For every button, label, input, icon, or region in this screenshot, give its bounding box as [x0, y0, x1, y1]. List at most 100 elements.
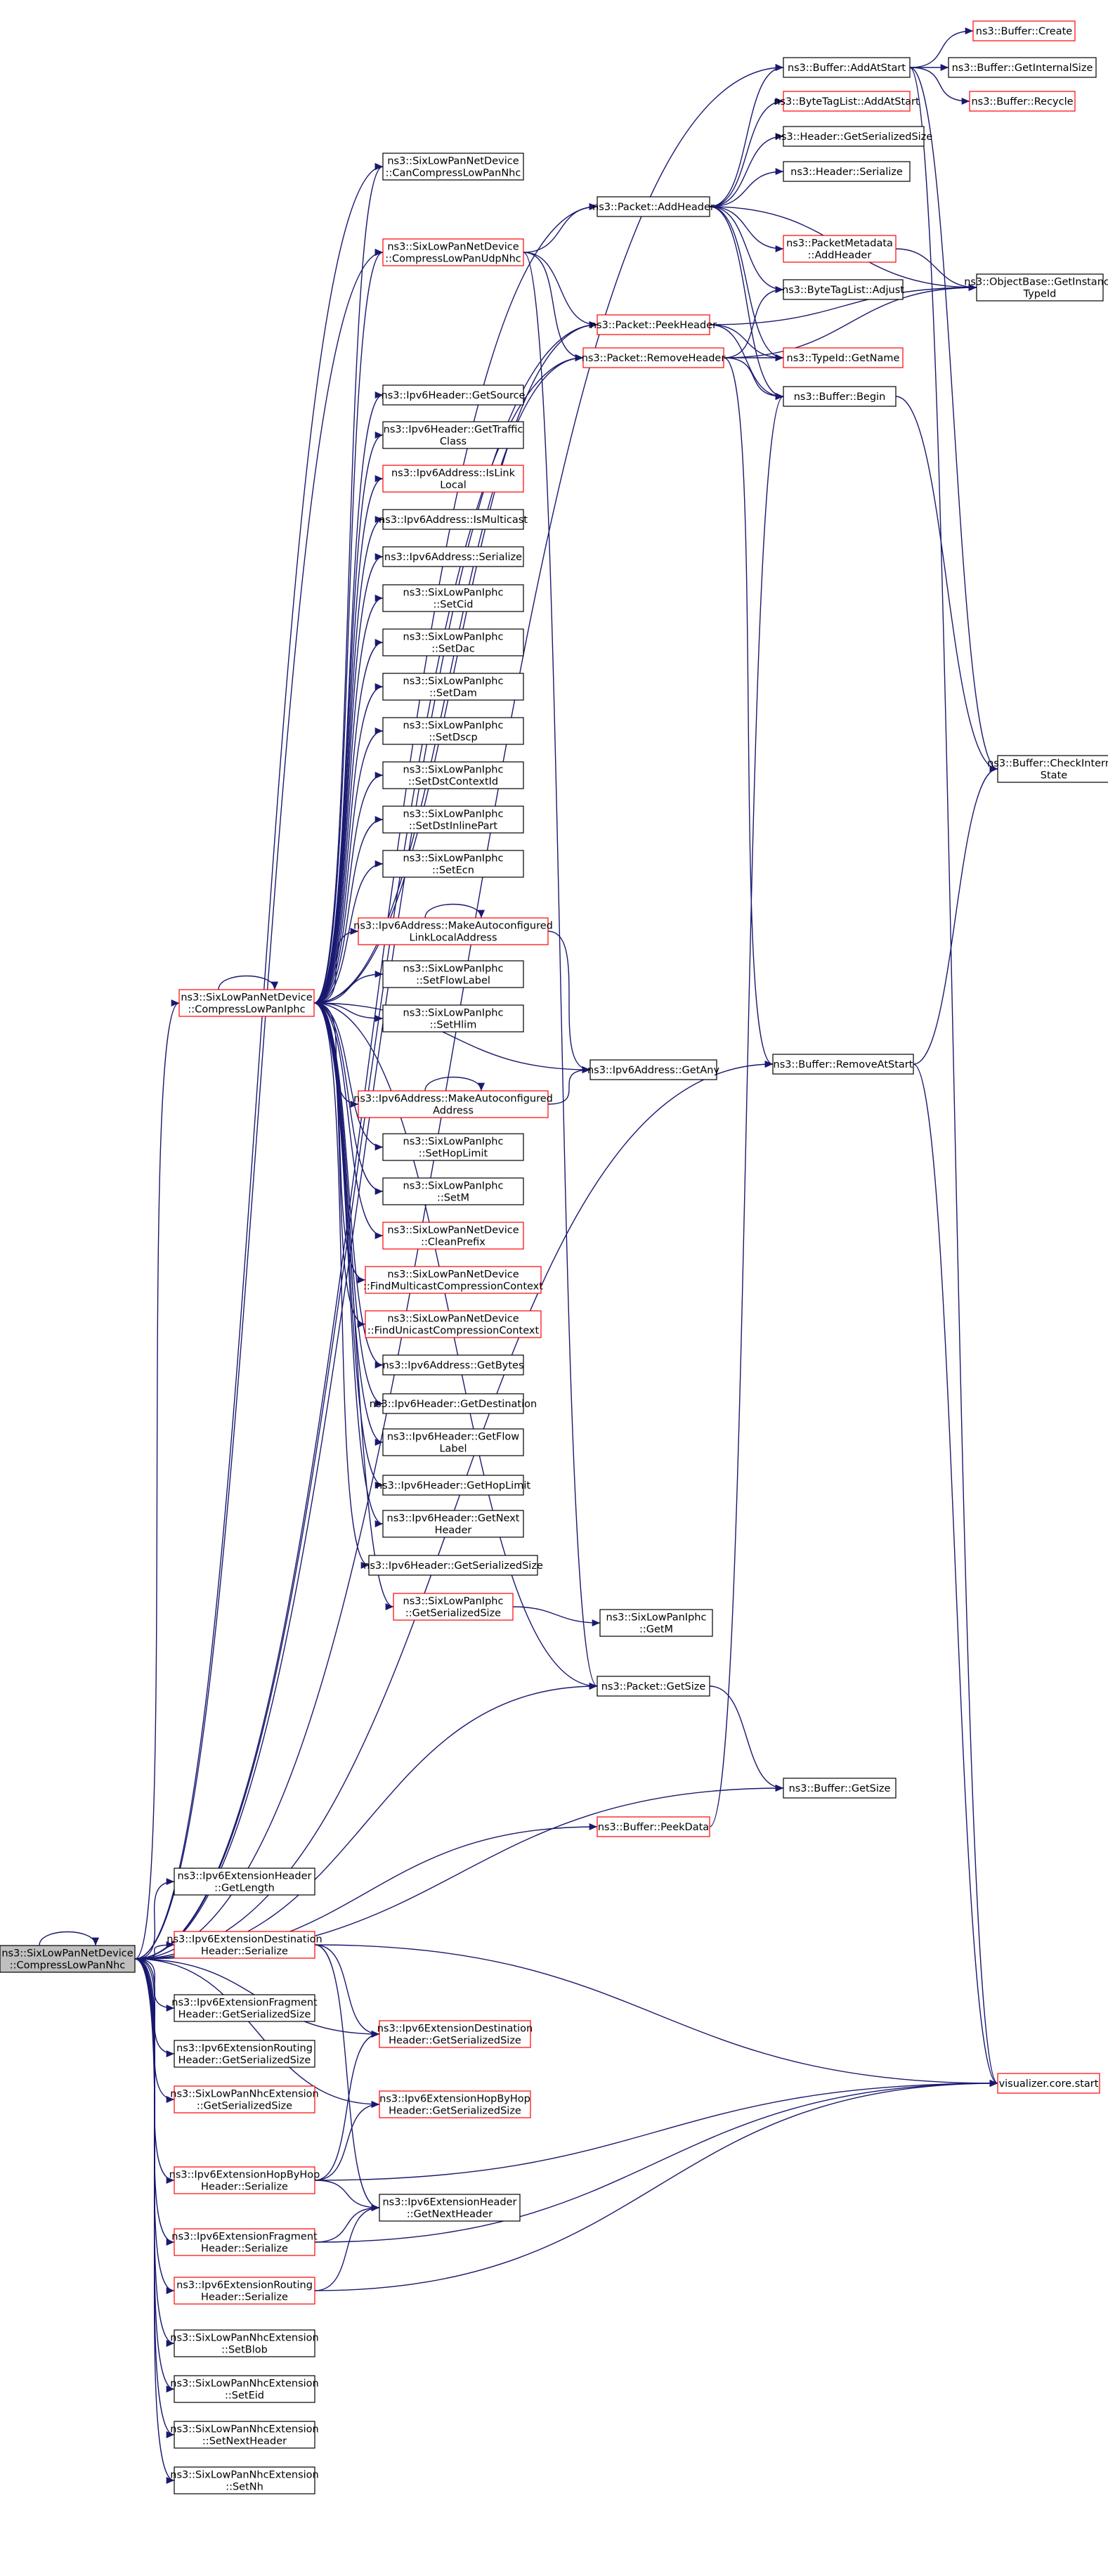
edge-iphc-to-findMulti [313, 1002, 366, 1283]
node-setCid[interactable]: ns3::SixLowPanIphc::SetCid [382, 584, 524, 612]
node-pmAdd[interactable]: ns3::PacketMetadata::AddHeader [783, 235, 897, 263]
node-canNhc[interactable]: ns3::SixLowPanNetDevice::CanCompressLowP… [382, 153, 524, 181]
node-label-line: ns3::Ipv6Address::MakeAutoconfigured [353, 1094, 553, 1105]
node-label-line: ns3::PacketMetadata [786, 238, 893, 250]
node-box [382, 421, 524, 449]
node-findMulti[interactable]: ns3::SixLowPanNetDevice::FindMulticastCo… [363, 1266, 543, 1294]
node-removeAtStart[interactable]: ns3::Buffer::RemoveAtStart [772, 1054, 914, 1075]
node-box [382, 1133, 524, 1161]
edge-iphc-to-peekHeader [313, 321, 598, 1004]
node-iphc[interactable]: ns3::SixLowPanNetDevice::CompressLowPanI… [178, 989, 315, 1017]
node-label-line: ::GetNextHeader [407, 2209, 493, 2220]
node-isMulticast[interactable]: ns3::Ipv6Address::IsMulticast [379, 509, 528, 530]
node-routeSer[interactable]: ns3::Ipv6ExtensionRoutingHeader::Seriali… [174, 2277, 315, 2305]
node-getDest[interactable]: ns3::Ipv6Header::GetDestination [370, 1393, 537, 1414]
node-findUni[interactable]: ns3::SixLowPanNetDevice::FindUnicastComp… [365, 1310, 542, 1338]
node-label-line: ns3::Ipv6Header::GetHopLimit [376, 1480, 530, 1491]
node-removeHeader[interactable]: ns3::Packet::RemoveHeader [582, 347, 726, 368]
edge-peekHeader-to-objTypeId [709, 283, 977, 325]
node-setDstInline[interactable]: ns3::SixLowPanIphc::SetDstInlinePart [382, 805, 524, 834]
node-setHlim[interactable]: ns3::SixLowPanIphc::SetHlim [382, 1004, 524, 1033]
node-makeAddr[interactable]: ns3::Ipv6Address::MakeAutoconfiguredAddr… [353, 1090, 553, 1118]
edge-iphc-to-iphc [218, 975, 279, 990]
node-setBlob[interactable]: ns3::SixLowPanNhcExtension::SetBlob [170, 2329, 319, 2357]
node-hopSerSize[interactable]: ns3::Ipv6ExtensionHopByHopHeader::GetSer… [379, 2090, 531, 2118]
node-vizStart[interactable]: visualizer.core.start [997, 2073, 1100, 2094]
node-addrSerialize[interactable]: ns3::Ipv6Address::Serialize [382, 546, 524, 567]
node-layer: ns3::SixLowPanNetDevice::CompressLowPanN… [0, 20, 1108, 2494]
node-setNh[interactable]: ns3::SixLowPanNhcExtension::SetNh [170, 2466, 319, 2494]
edge-iphc-to-makeLinkLocal [313, 927, 359, 1004]
node-box [358, 1090, 549, 1118]
node-label-line: ns3::Ipv6Address::MakeAutoconfigured [353, 921, 553, 932]
node-pktGetSize[interactable]: ns3::Packet::GetSize [597, 1676, 710, 1697]
node-bufGetSize[interactable]: ns3::Buffer::GetSize [783, 1778, 897, 1799]
node-bufCreate[interactable]: ns3::Buffer::Create [972, 20, 1076, 41]
node-label-line: ns3::Ipv6Address::GetAny [587, 1065, 719, 1076]
node-extNext[interactable]: ns3::Ipv6ExtensionHeader::GetNextHeader [379, 2194, 521, 2222]
node-label-line: ns3::Ipv6ExtensionDestination [377, 2024, 533, 2035]
node-getSerSize[interactable]: ns3::Ipv6Header::GetSerializedSize [363, 1555, 543, 1576]
node-getNextH[interactable]: ns3::Ipv6Header::GetNextHeader [382, 1510, 524, 1538]
node-udpNhc[interactable]: ns3::SixLowPanNetDevice::CompressLowPanU… [382, 238, 524, 266]
edge-addAtStart-to-checkState [909, 67, 998, 772]
node-hopSer[interactable]: ns3::Ipv6ExtensionHopByHopHeader::Serial… [169, 2166, 320, 2194]
node-btlAdjust[interactable]: ns3::ByteTagList::Adjust [782, 279, 904, 300]
node-setDstCtx[interactable]: ns3::SixLowPanIphc::SetDstContextId [382, 761, 524, 789]
node-setNextHeader[interactable]: ns3::SixLowPanNhcExtension::SetNextHeade… [170, 2421, 319, 2449]
node-label-line: ::GetM [639, 1624, 673, 1636]
node-bufInternal[interactable]: ns3::Buffer::GetInternalSize [948, 57, 1097, 78]
node-peekHeader[interactable]: ns3::Packet::PeekHeader [590, 314, 717, 335]
edge-bufBegin-to-checkState [895, 396, 998, 772]
edge-addHeader-to-btlAdjust [709, 206, 784, 294]
node-label-line: ::SetDscp [429, 732, 477, 744]
node-setHopLimit[interactable]: ns3::SixLowPanIphc::SetHopLimit [382, 1133, 524, 1161]
node-label-line: Header::Serialize [201, 2244, 288, 2255]
node-box [174, 2228, 315, 2256]
node-fragSer[interactable]: ns3::Ipv6ExtensionFragmentHeader::Serial… [171, 2228, 318, 2256]
node-destSerSize[interactable]: ns3::Ipv6ExtensionDestinationHeader::Get… [377, 2020, 533, 2048]
node-addAtStart[interactable]: ns3::Buffer::AddAtStart [783, 57, 911, 78]
node-getM[interactable]: ns3::SixLowPanIphc::GetM [599, 1609, 713, 1637]
node-hdrSer[interactable]: ns3::Header::Serialize [783, 161, 911, 182]
node-label-line: ns3::SixLowPanNetDevice [387, 1225, 519, 1236]
node-destSer[interactable]: ns3::Ipv6ExtensionDestinationHeader::Ser… [167, 1931, 322, 1959]
node-getAny[interactable]: ns3::Ipv6Address::GetAny [587, 1059, 719, 1080]
node-btlAdd[interactable]: ns3::ByteTagList::AddAtStart [774, 91, 920, 112]
node-extGetLength[interactable]: ns3::Ipv6ExtensionHeader::GetLength [174, 1868, 315, 1896]
node-routeSerSize[interactable]: ns3::Ipv6ExtensionRoutingHeader::GetSeri… [174, 2040, 315, 2068]
node-box [174, 1931, 315, 1959]
node-iphcSerSize[interactable]: ns3::SixLowPanIphc::GetSerializedSize [393, 1593, 514, 1621]
node-label-line: ns3::SixLowPanNetDevice [387, 1314, 519, 1325]
edge-addHeader-to-btlAdd [709, 97, 784, 207]
node-cleanPrefix[interactable]: ns3::SixLowPanNetDevice::CleanPrefix [382, 1222, 524, 1250]
node-setFlowLabel[interactable]: ns3::SixLowPanIphc::SetFlowLabel [382, 960, 524, 988]
node-setEcn[interactable]: ns3::SixLowPanIphc::SetEcn [382, 850, 524, 878]
node-setDam[interactable]: ns3::SixLowPanIphc::SetDam [382, 673, 524, 701]
node-setEid[interactable]: ns3::SixLowPanNhcExtension::SetEid [170, 2375, 319, 2403]
node-bufBegin[interactable]: ns3::Buffer::Begin [783, 386, 897, 407]
node-hdrSerSize[interactable]: ns3::Header::GetSerializedSize [775, 126, 933, 147]
node-typeName[interactable]: ns3::TypeId::GetName [783, 347, 904, 368]
node-setDscp[interactable]: ns3::SixLowPanIphc::SetDscp [382, 717, 524, 745]
node-peekData[interactable]: ns3::Buffer::PeekData [597, 1816, 710, 1837]
node-getBytes[interactable]: ns3::Ipv6Address::GetBytes [382, 1354, 524, 1376]
node-root[interactable]: ns3::SixLowPanNetDevice::CompressLowPanN… [0, 1945, 136, 1973]
node-bufRecycle[interactable]: ns3::Buffer::Recycle [969, 91, 1076, 112]
node-box [382, 153, 524, 181]
node-setM[interactable]: ns3::SixLowPanIphc::SetM [382, 1177, 524, 1205]
node-setDac[interactable]: ns3::SixLowPanIphc::SetDac [382, 628, 524, 656]
node-getHop[interactable]: ns3::Ipv6Header::GetHopLimit [376, 1475, 530, 1496]
node-makeLinkLocal[interactable]: ns3::Ipv6Address::MakeAutoconfiguredLink… [353, 917, 553, 945]
node-nhcSerSize[interactable]: ns3::SixLowPanNhcExtension::GetSerialize… [170, 2085, 319, 2114]
node-getSource[interactable]: ns3::Ipv6Header::GetSource [382, 384, 526, 406]
node-label-line: ns3::SixLowPanNetDevice [387, 242, 519, 253]
node-fragSerSize[interactable]: ns3::Ipv6ExtensionFragmentHeader::GetSer… [171, 1994, 318, 2022]
node-addHeader[interactable]: ns3::Packet::AddHeader [592, 196, 715, 217]
node-box [174, 2277, 315, 2305]
